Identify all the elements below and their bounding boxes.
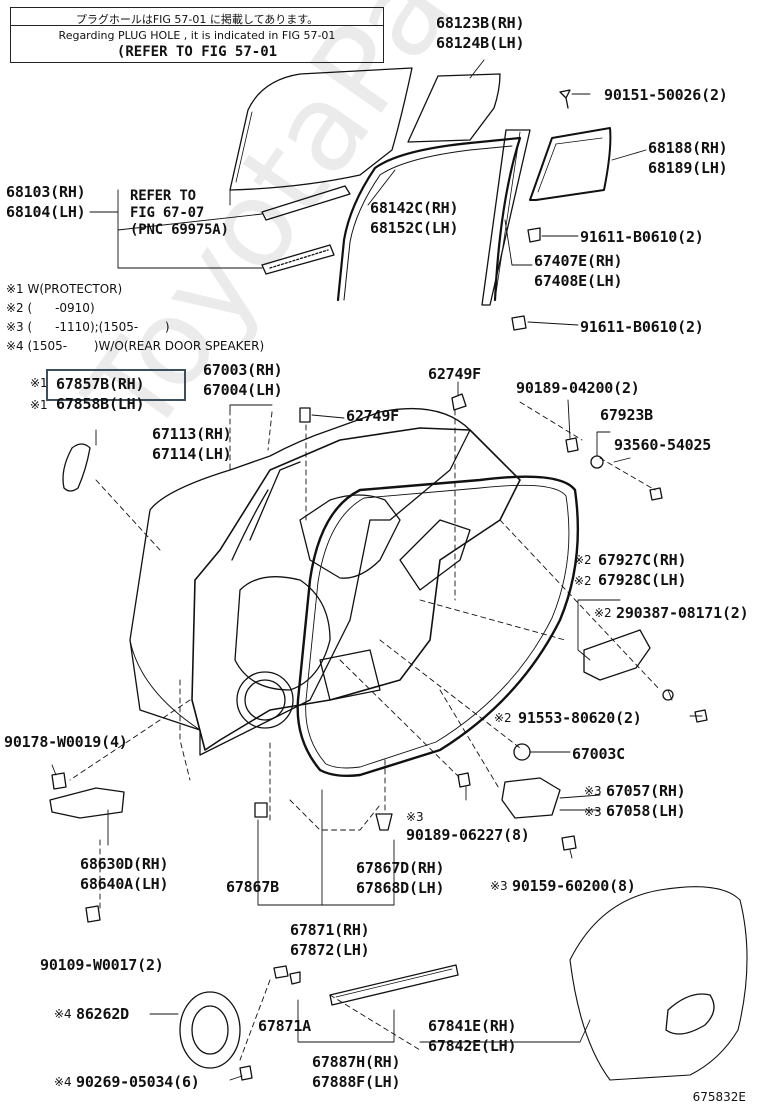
part-67923b[interactable]: 67923B	[600, 406, 653, 424]
part-68188[interactable]: 68188(RH) 68189(LH)	[648, 139, 728, 177]
part-67057[interactable]: 67057(RH) 67058(LH)	[606, 782, 686, 820]
inner-frame	[191, 427, 521, 751]
note-refer: (REFER TO FIG 57-01	[116, 44, 278, 60]
part-90178-w0019[interactable]: 90178-W0019(4)	[4, 733, 128, 751]
part-67871[interactable]: 67871(RH) 67872(LH)	[290, 921, 370, 959]
part-90189-06227[interactable]: 90189-06227(8)	[406, 826, 530, 844]
division-bar	[481, 129, 531, 306]
mark-2b: ※2	[574, 574, 592, 588]
part-90189-04200[interactable]: 90189-04200(2)	[516, 379, 640, 397]
bolt-91553	[694, 709, 708, 723]
mark-4b: ※4	[54, 1075, 72, 1089]
door-glass	[229, 67, 413, 191]
note-line-en: Regarding PLUG HOLE , it is indicated in…	[58, 29, 336, 42]
part-67113[interactable]: 67113(RH) 67114(LH)	[152, 425, 232, 463]
part-68142c[interactable]: 68142C(RH) 68152C(LH)	[370, 199, 459, 237]
mark-2c: ※2	[594, 606, 612, 620]
part-68630d[interactable]: 68630D(RH) 68640A(LH)	[80, 855, 169, 893]
bolt-90109	[85, 905, 101, 923]
mark-4a: ※4	[54, 1007, 72, 1021]
clip-67867b	[254, 802, 268, 818]
part-91611-b0610-b[interactable]: 91611-B0610(2)	[580, 318, 704, 336]
part-62749f-b[interactable]: 62749F	[428, 365, 481, 383]
belt-moulding-lower	[261, 244, 335, 275]
part-90269-05034[interactable]: 90269-05034(6)	[76, 1073, 200, 1091]
refer-text: REFER TO FIG 67-07 (PNC 69975A)	[130, 188, 229, 238]
part-67407e[interactable]: 67407E(RH) 67408E(LH)	[534, 252, 623, 290]
bolt-90178	[51, 772, 67, 790]
mark-3d: ※3	[490, 879, 508, 893]
part-91611-b0610-a[interactable]: 91611-B0610(2)	[580, 228, 704, 246]
plug-hole-note: プラグホールはFIG 57-01 に掲載してあります。 Regarding PL…	[10, 7, 384, 63]
quarter-glass	[407, 73, 501, 143]
part-67003[interactable]: 67003(RH) 67004(LH)	[203, 361, 283, 399]
bolt-90151	[559, 89, 571, 109]
part-90151-50026[interactable]: 90151-50026(2)	[604, 86, 728, 104]
part-86262d[interactable]: 86262D	[76, 1005, 129, 1023]
part-67927c[interactable]: 67927C(RH) 67928C(LH)	[598, 551, 687, 589]
mark-2a: ※2	[574, 553, 592, 567]
hinge-68630	[49, 787, 125, 819]
service-cover	[569, 886, 748, 1081]
highlight-box	[46, 369, 186, 401]
bolt-67923b	[649, 487, 663, 501]
footnote-2: ※2 ( -0910)	[6, 301, 95, 315]
mark-3a: ※3	[584, 784, 602, 798]
outer-panel	[129, 407, 471, 756]
part-90387-08171[interactable]: 290387-08171(2)	[616, 604, 749, 622]
screw-90189-a	[565, 437, 579, 453]
part-91553-80620[interactable]: 91553-80620(2)	[518, 709, 642, 727]
clip-67871a	[273, 965, 289, 979]
weatherstrip	[296, 475, 580, 778]
clip-67871a-2	[289, 971, 301, 985]
part-68123b[interactable]: 68123B(RH) 68124B(LH)	[436, 14, 525, 52]
part-67841e[interactable]: 67841E(RH) 67842E(LH)	[428, 1017, 517, 1055]
footnote-4: ※4 (1505- )W/O(REAR DOOR SPEAKER)	[6, 339, 265, 353]
protector	[62, 443, 91, 492]
screw-91611-b	[511, 315, 527, 331]
part-93560-54025[interactable]: 93560-54025	[614, 436, 712, 454]
part-67871a[interactable]: 67871A	[258, 1017, 311, 1035]
screw-90189-b	[457, 772, 471, 788]
part-67857b[interactable]: 67857B(RH) 67858B(LH)	[56, 375, 145, 413]
mark-1b: ※1	[30, 398, 48, 412]
part-62749f-a[interactable]: 62749F	[346, 407, 399, 425]
footnote-1: ※1 W(PROTECTOR)	[6, 282, 123, 296]
part-67003c[interactable]: 67003C	[572, 745, 625, 763]
bracket-67927c	[583, 629, 651, 681]
lock-67057	[501, 777, 561, 819]
speaker-86262d	[179, 991, 241, 1069]
part-67887h[interactable]: 67887H(RH) 67888F(LH)	[312, 1053, 401, 1091]
footnote-3: ※3 ( -1110);(1505- )	[6, 320, 170, 334]
screw-90159	[561, 835, 577, 851]
screw-91611-a	[527, 227, 541, 243]
part-67867b[interactable]: 67867B	[226, 878, 279, 896]
mark-3c: ※3	[406, 810, 424, 824]
mark-3b: ※3	[584, 805, 602, 819]
part-90159-60200[interactable]: 90159-60200(8)	[512, 877, 636, 895]
lower-moulding	[329, 964, 459, 1006]
part-68103[interactable]: 68103(RH) 68104(LH)	[6, 183, 86, 221]
part-90109-w0017[interactable]: 90109-W0017(2)	[40, 956, 164, 974]
glass-run	[336, 136, 522, 302]
quarter-frame	[529, 127, 612, 201]
clip-62749f-a	[299, 407, 311, 423]
screw-90269	[239, 1065, 253, 1081]
stopper-67003c	[513, 743, 531, 761]
mark-2d: ※2	[494, 711, 512, 725]
cap-93560	[590, 455, 604, 469]
part-67867d[interactable]: 67867D(RH) 67868D(LH)	[356, 859, 445, 897]
figure-id: 675832E	[692, 1090, 746, 1104]
mark-1a: ※1	[30, 376, 48, 390]
clip-67867d	[375, 813, 393, 831]
note-line-jp: プラグホールはFIG 57-01 に掲載してあります。	[75, 13, 319, 26]
clip-62749f-b	[451, 393, 467, 411]
belt-moulding-upper	[261, 185, 351, 221]
